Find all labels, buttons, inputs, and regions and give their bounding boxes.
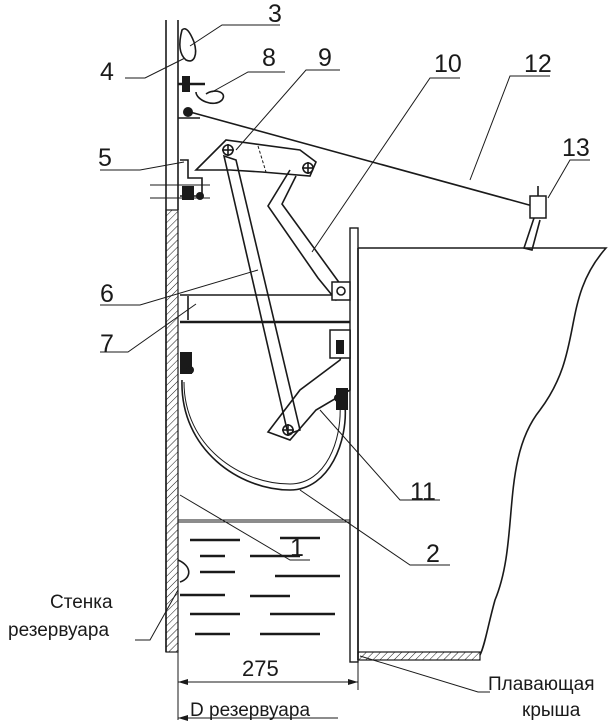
dimension-275: 275 bbox=[242, 656, 279, 681]
callout-13: 13 bbox=[562, 134, 590, 162]
wall-bolt bbox=[180, 352, 194, 374]
dimension-lines bbox=[177, 652, 359, 721]
lower-bracket bbox=[150, 159, 210, 200]
upper-lever bbox=[194, 139, 317, 177]
callout-9: 9 bbox=[318, 44, 332, 72]
tank-diameter-label: D резервуара bbox=[190, 700, 310, 721]
horizontal-bar bbox=[180, 294, 350, 324]
floating-roof bbox=[349, 227, 608, 663]
link-bar bbox=[267, 169, 348, 302]
lower-lever bbox=[266, 281, 351, 441]
turnbuckle bbox=[522, 186, 547, 251]
tank-wall bbox=[165, 20, 190, 653]
callout-1: 1 bbox=[290, 534, 304, 562]
cable bbox=[189, 111, 541, 209]
tank-wall-label: Стенка bbox=[50, 592, 113, 613]
callout-6: 6 bbox=[100, 280, 114, 308]
liquid-level bbox=[178, 519, 350, 636]
diagonal-strut bbox=[222, 154, 301, 436]
callout-10: 10 bbox=[434, 50, 462, 78]
callout-12: 12 bbox=[524, 50, 552, 78]
callout-3: 3 bbox=[268, 0, 282, 28]
tank-wall-label-2: резервуара bbox=[8, 620, 109, 641]
floating-roof-label-2: крыша bbox=[522, 700, 581, 721]
floating-roof-label: Плавающая bbox=[488, 674, 595, 695]
top-bracket bbox=[178, 27, 225, 119]
callout-5: 5 bbox=[98, 144, 112, 172]
seal-envelope bbox=[181, 379, 347, 491]
callout-2: 2 bbox=[426, 540, 440, 568]
wall-seam bbox=[177, 559, 190, 583]
leader-lines bbox=[100, 24, 590, 693]
callout-7: 7 bbox=[100, 330, 114, 358]
callout-8: 8 bbox=[262, 44, 276, 72]
callout-4: 4 bbox=[100, 58, 114, 86]
callout-11: 11 bbox=[410, 478, 436, 506]
